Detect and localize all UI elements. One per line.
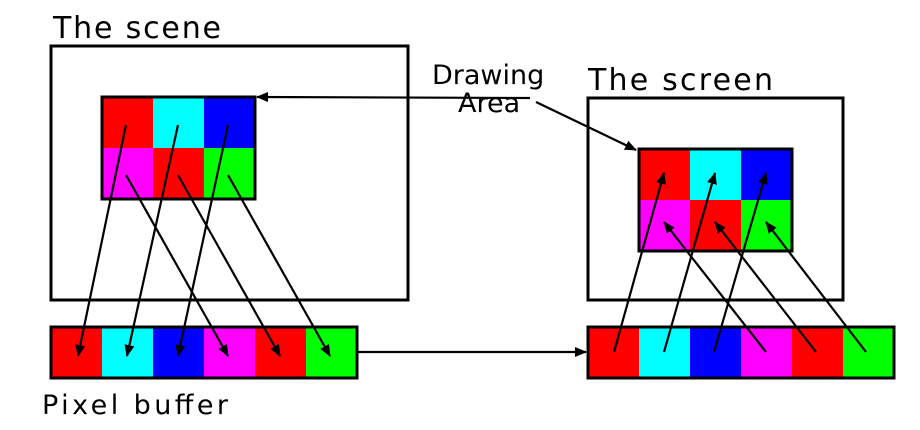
screen-buffer-pixel-3 — [741, 327, 792, 378]
screen-buffer-border — [586, 325, 896, 380]
arrow-10 — [662, 172, 717, 353]
scene-area-pixel-r1-c2 — [204, 148, 255, 199]
buffer-pixel-5 — [306, 327, 357, 378]
arrow-2 — [175, 124, 230, 357]
screen-buffer-pixel-2 — [690, 327, 741, 378]
scene-area-pixel-r0-c0 — [102, 97, 153, 148]
arrow-1 — [124, 124, 180, 357]
buffer-border — [49, 325, 359, 380]
mapping-arrows — [75, 92, 867, 357]
arrow-5 — [227, 174, 331, 357]
drawing-area-label-line2: Area — [458, 88, 520, 119]
screen-area-pixel-r1-c2 — [741, 200, 792, 251]
buffer-pixel-3 — [204, 327, 255, 378]
arrow-12 — [663, 221, 767, 353]
arrow-13 — [714, 221, 817, 353]
arrow-7 — [535, 101, 637, 151]
scene-area-pixel-r1-c0 — [102, 148, 153, 199]
screen-area-pixel-r1-c0 — [639, 200, 690, 251]
scene-drawing-area — [100, 95, 257, 201]
scene-label: The scene — [52, 11, 221, 46]
pixel-buffer-strip — [49, 325, 359, 380]
screen-drawing-area — [637, 147, 794, 253]
screen-pixel-buffer-strip — [586, 325, 896, 380]
arrow-4 — [177, 174, 281, 357]
buffer-pixel-0 — [51, 327, 102, 378]
screen-label: The screen — [587, 63, 773, 98]
scene-area-pixel-r0-c2 — [204, 97, 255, 148]
screen-area-border — [637, 147, 794, 253]
screen-area-pixel-r1-c1 — [690, 200, 741, 251]
arrow-11 — [712, 172, 768, 353]
arrow-14 — [765, 221, 867, 353]
screen-buffer-pixel-1 — [639, 327, 690, 378]
arrow-6 — [256, 92, 531, 103]
scene-area-border — [100, 95, 257, 201]
buffer-pixel-4 — [255, 327, 306, 378]
screen-buffer-pixel-4 — [792, 327, 843, 378]
arrow-0 — [75, 124, 128, 357]
arrow-9 — [612, 172, 666, 353]
drawing-area-label-line1: Drawing — [432, 60, 544, 91]
screen-buffer-pixel-5 — [843, 327, 894, 378]
scene-area-pixel-r1-c1 — [153, 148, 204, 199]
pixel-buffer-label: Pixel buffer — [42, 390, 229, 421]
scene-area-pixel-r0-c1 — [153, 97, 204, 148]
arrow-3 — [125, 174, 229, 357]
screen-buffer-pixel-0 — [588, 327, 639, 378]
